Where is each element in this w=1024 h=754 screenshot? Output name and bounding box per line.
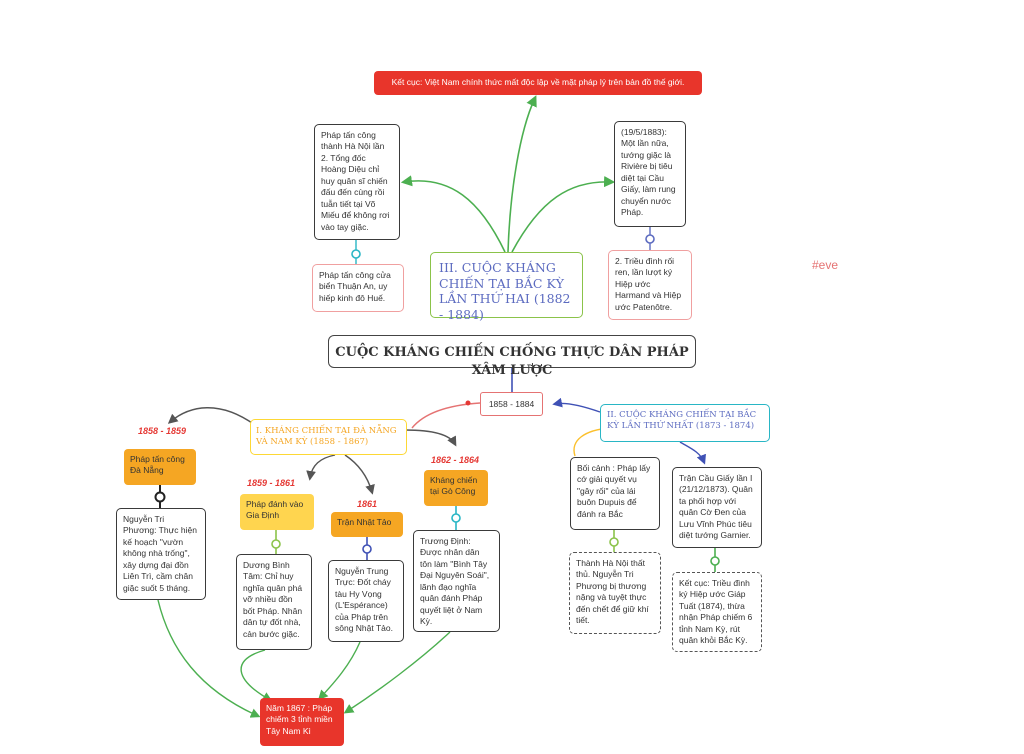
branch2-context: Bối cảnh : Pháp lấy cớ giải quyết vụ "gâ… — [570, 457, 660, 530]
detail-c: Nguyễn Trung Trực: Đốt cháy tàu Hy Vọng … — [328, 560, 404, 642]
detail-b: Dương Bình Tâm: Chỉ huy nghĩa quân phá v… — [236, 554, 312, 650]
branch2-title: II. CUỘC KHÁNG CHIẾN TẠI BẮC KỲ LẦN THỨ … — [600, 404, 770, 442]
year-a: 1858 - 1859 — [138, 426, 187, 436]
detail-d: Trương Định: Được nhân dân tôn làm "Bình… — [413, 530, 500, 632]
dot-c — [362, 544, 372, 554]
dot-a — [154, 491, 166, 503]
watermark-text: #eve — [812, 258, 839, 272]
branch2-battle-result: Kết cục: Triều đình ký Hiệp ước Giáp Tuấ… — [672, 572, 762, 652]
dot-battle — [710, 556, 720, 566]
branch3-title: III. CUỘC KHÁNG CHIẾN TẠI BẮC KỲ LẦN THỨ… — [430, 252, 583, 322]
branch3-right-top-box: (19/5/1883): Một lần nữa, tướng giặc là … — [614, 121, 686, 227]
branch2-battle: Trận Cầu Giấy lần I (21/12/1873). Quân t… — [672, 467, 762, 548]
branch3-left-bottom-box: Pháp tấn công cửa biển Thuận An, uy hiếp… — [312, 264, 404, 312]
central-title: CUỘC KHÁNG CHIẾN CHỐNG THỰC DÂN PHÁP XÂM… — [328, 335, 696, 378]
dot-d — [451, 513, 461, 523]
arrow-branch1-b — [306, 454, 336, 481]
node-c: Trận Nhật Tảo — [331, 512, 403, 537]
branch1-result: Năm 1867 : Pháp chiếm 3 tỉnh miền Tây Na… — [260, 698, 344, 746]
top-result-box: Kết cục: Việt Nam chính thức mất độc lập… — [374, 71, 702, 95]
dot-left-top — [351, 249, 361, 259]
arrow-branch1-a — [167, 407, 256, 426]
dot-right-top — [645, 234, 655, 244]
arrow-b-result — [240, 649, 273, 702]
arrow-period-branch1 — [411, 402, 481, 429]
year-d: 1862 - 1864 — [431, 455, 480, 465]
dot-period — [465, 400, 471, 406]
branch2-context-detail: Thành Hà Nội thất thủ. Nguyễn Tri Phương… — [569, 552, 661, 634]
node-a: Pháp tấn công Đà Nẵng — [124, 449, 196, 485]
arrow-c-result — [318, 641, 361, 701]
dot-b — [271, 539, 281, 549]
arrow-branch1-d — [404, 429, 457, 447]
branch3-right-bottom-box: 2. Triều đình rối ren, lần lượt ký Hiệp … — [608, 250, 692, 320]
branch3-left-top-box: Pháp tấn công thành Hà Nội lần 2. Tổng đ… — [314, 124, 400, 240]
arrow-period-branch2 — [552, 397, 601, 413]
dot-context — [609, 537, 619, 547]
arrow-to-left-top — [400, 175, 506, 253]
central-period: 1858 - 1884 — [480, 392, 543, 416]
arrow-a-result — [157, 599, 261, 718]
arrow-to-top-result — [507, 95, 537, 253]
arrow-branch1-c — [344, 454, 375, 495]
arrow-to-right-top — [511, 176, 616, 253]
year-b: 1859 - 1861 — [247, 478, 296, 488]
node-d: Kháng chiến tại Gò Công — [424, 470, 488, 506]
arrow-d-result — [343, 631, 451, 714]
branch1-title: I. KHÁNG CHIẾN TẠI ĐÀ NẴNG VÀ NAM KỲ (18… — [250, 419, 407, 455]
detail-a: Nguyễn Tri Phương: Thực hiện kế hoạch "v… — [116, 508, 206, 600]
node-b: Pháp đánh vào Gia Định — [240, 494, 314, 530]
arrow-branch2-battle — [679, 441, 706, 465]
year-c: 1861 — [357, 499, 378, 509]
